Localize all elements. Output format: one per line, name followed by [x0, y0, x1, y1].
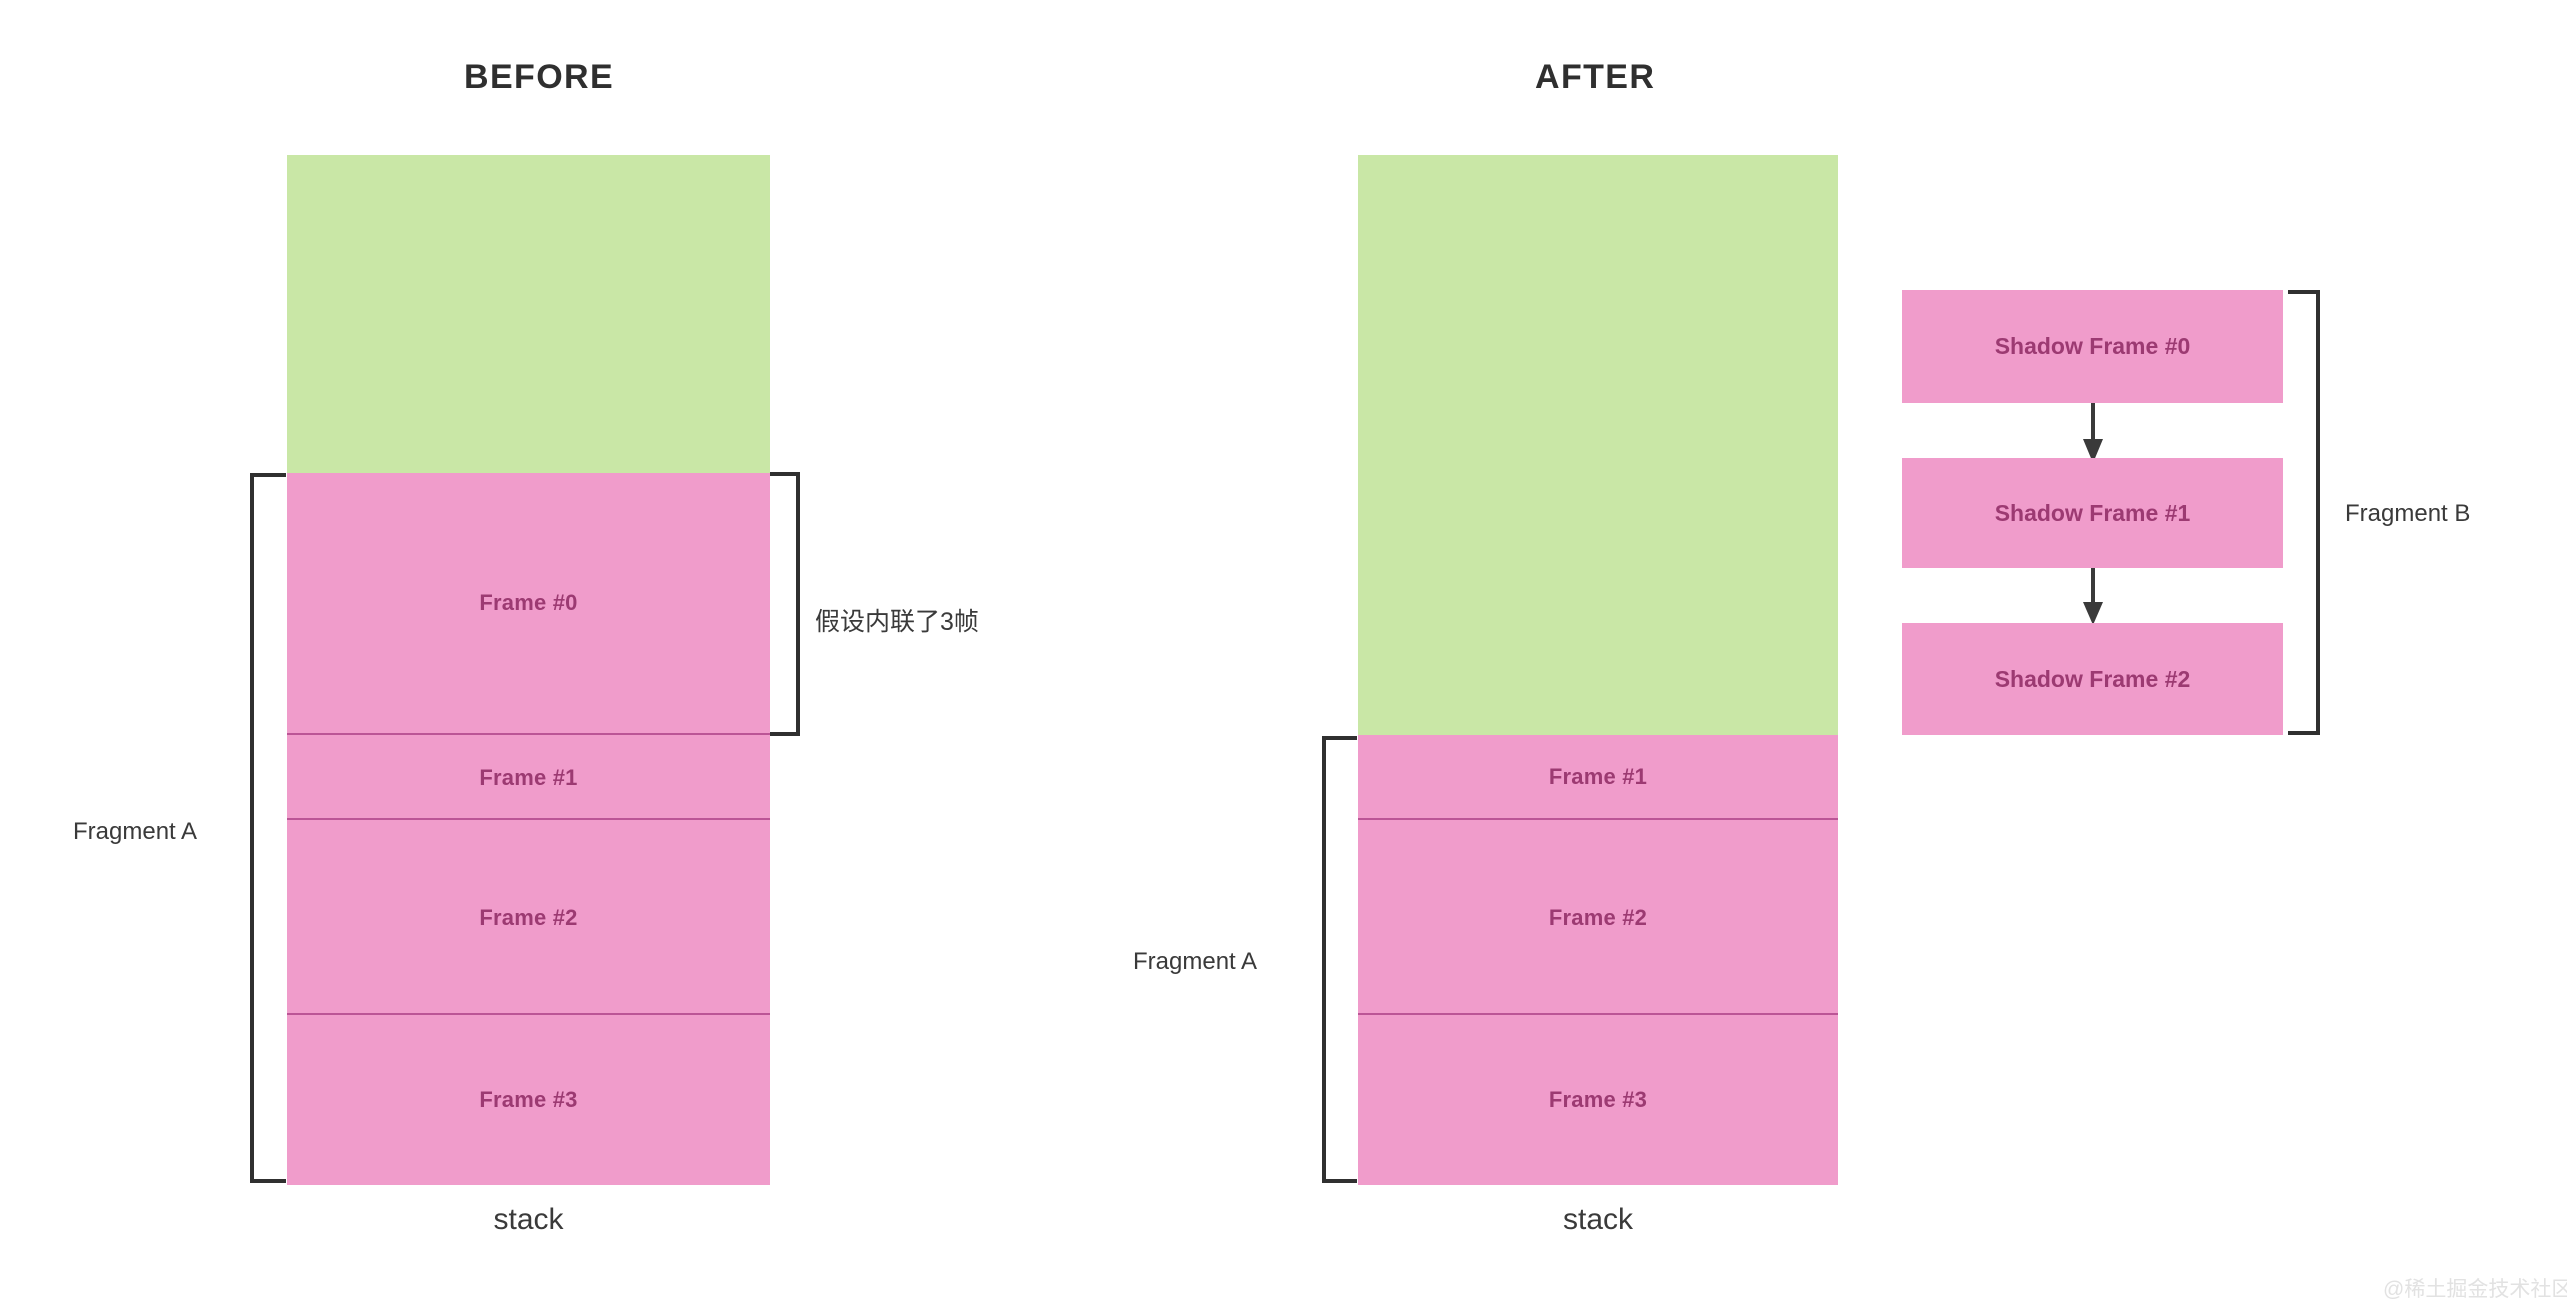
- before-frame-1-label: Frame #1: [479, 764, 578, 790]
- before-frame-0-label: Frame #0: [479, 590, 578, 615]
- before-frame-2-label: Frame #2: [479, 904, 578, 930]
- after-fragment-a-bracket: [1322, 736, 1357, 1183]
- before-free-stack-region: [287, 155, 770, 473]
- before-frame-3-label: Frame #3: [479, 1087, 578, 1112]
- watermark: @稀土掘金技术社区: [2383, 1278, 2567, 1301]
- before-stack: Frame #0 Frame #1 Frame #2 Frame #3: [287, 155, 770, 1185]
- after-fragment-b-bracket: [2288, 290, 2320, 735]
- before-frame-3[interactable]: Frame #3: [287, 1013, 770, 1185]
- after-free-stack-region: [1358, 155, 1838, 735]
- before-frame-2[interactable]: Frame #2: [287, 818, 770, 1015]
- after-fragment-b-label: Fragment B: [2345, 500, 2471, 527]
- shadow-frame-arrow-1-to-2: [2073, 568, 2113, 625]
- shadow-frame-arrow-0-to-1: [2073, 403, 2113, 463]
- after-frame-3-label: Frame #3: [1548, 1087, 1648, 1112]
- shadow-frame-1[interactable]: Shadow Frame #1: [1902, 458, 2283, 568]
- before-frame-1[interactable]: Frame #1: [287, 733, 770, 820]
- before-inlined-frames-bracket: [770, 472, 800, 736]
- before-stack-caption: stack: [493, 1203, 564, 1236]
- before-fragment-a-label: Fragment A: [73, 818, 198, 845]
- after-stack: Frame #1 Frame #2 Frame #3: [1358, 155, 1838, 1185]
- before-section-title: BEFORE: [464, 58, 615, 96]
- after-frame-2-label: Frame #2: [1548, 904, 1648, 930]
- shadow-frame-0[interactable]: Shadow Frame #0: [1902, 290, 2283, 403]
- before-inlined-frames-label: 假设内联了3帧: [815, 608, 979, 636]
- after-fragment-a-label: Fragment A: [1133, 948, 1258, 975]
- after-section-title: AFTER: [1535, 58, 1656, 96]
- shadow-frame-2[interactable]: Shadow Frame #2: [1902, 623, 2283, 735]
- after-frame-3[interactable]: Frame #3: [1358, 1013, 1838, 1185]
- before-fragment-a-bracket: [250, 473, 286, 1183]
- shadow-frame-0-label: Shadow Frame #0: [1994, 333, 2191, 359]
- after-frame-1-label: Frame #1: [1548, 763, 1648, 789]
- shadow-frame-1-label: Shadow Frame #1: [1994, 499, 2191, 526]
- shadow-frame-2-label: Shadow Frame #2: [1994, 665, 2191, 692]
- before-frame-0[interactable]: Frame #0: [287, 473, 770, 733]
- after-frame-2[interactable]: Frame #2: [1358, 818, 1838, 1015]
- after-stack-caption: stack: [1562, 1203, 1634, 1236]
- after-frame-1[interactable]: Frame #1: [1358, 735, 1838, 818]
